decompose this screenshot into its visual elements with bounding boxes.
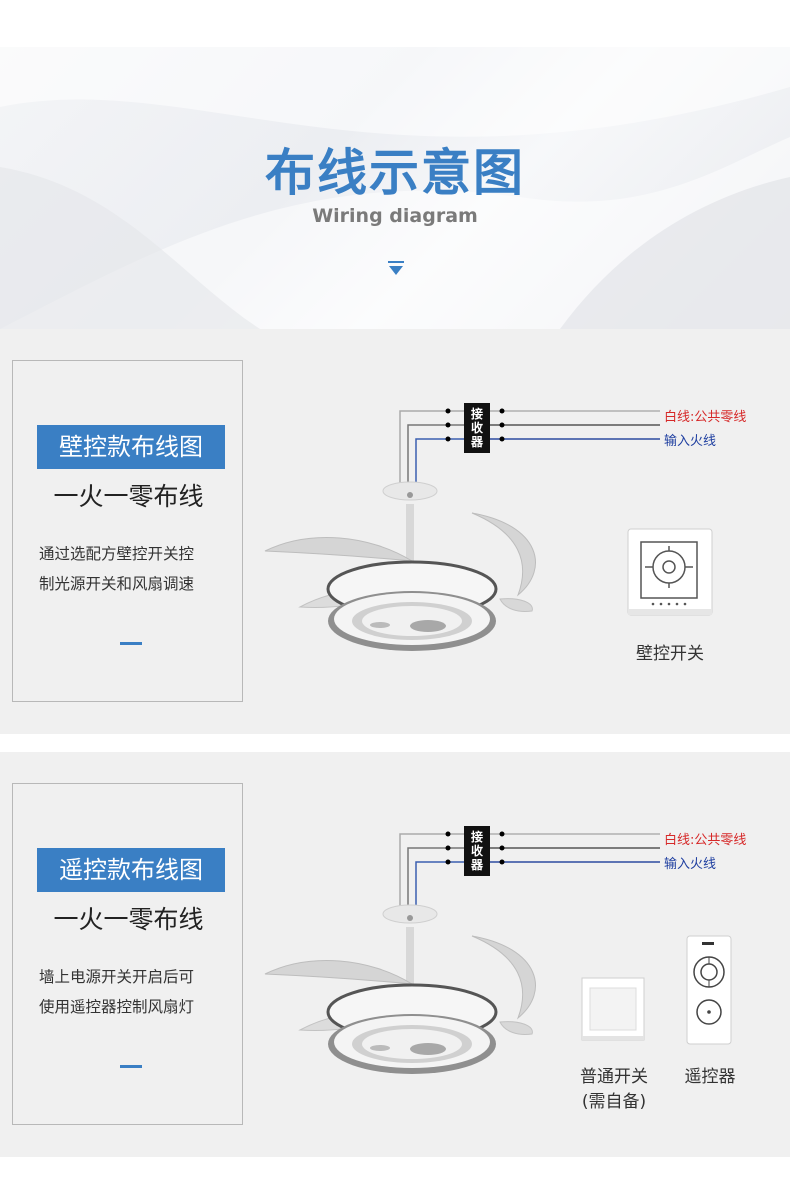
wiring-diagram: 接 收 器 [250,752,790,1157]
ceiling-fan-icon [264,904,536,1074]
remote-control-label: 遥控器 [684,1067,736,1087]
wire-label-live: 输入火线 [664,857,717,872]
wire-label-neutral: 白线:公共零线 [664,833,747,848]
header-banner: 布线示意图 Wiring diagram [0,47,790,329]
page-subtitle: Wiring diagram [312,205,478,227]
divider-dash [120,642,142,645]
remote-control-icon [686,935,732,1045]
wires [399,408,660,484]
plain-switch-note: (需自备) [581,1092,647,1112]
section-description: 墙上电源开关开启后可 使用遥控器控制风扇灯 [39,962,229,1022]
section-badge: 壁控款布线图 [37,425,225,469]
description-line: 使用遥控器控制风扇灯 [39,998,195,1016]
receiver-char: 接 [471,406,483,421]
wire-label-live: 输入火线 [664,434,717,449]
info-card: 遥控款布线图 一火一零布线 墙上电源开关开启后可 使用遥控器控制风扇灯 [12,783,243,1125]
remote-control-section: 遥控款布线图 一火一零布线 墙上电源开关开启后可 使用遥控器控制风扇灯 [0,752,790,1157]
chevron-down-icon [388,261,404,275]
plain-switch-icon [581,977,645,1041]
wall-switch-icon [627,528,713,616]
description-line: 通过选配方壁控开关控 [39,545,195,563]
section-badge: 遥控款布线图 [37,848,225,892]
receiver-char: 收 [471,420,483,435]
wall-switch-label: 壁控开关 [636,644,704,664]
plain-switch-name: 普通开关 [580,1067,648,1087]
section-heading: 一火一零布线 [53,905,204,934]
receiver-char: 器 [470,435,484,449]
description-line: 制光源开关和风扇调速 [39,575,195,593]
receiver-char: 收 [471,843,483,858]
plain-switch-label: 普通开关 (需自备) [562,1062,666,1112]
background-waves [0,47,790,329]
receiver-box [464,403,490,453]
wiring-graphic: 接 收 器 [264,403,713,651]
description-line: 墙上电源开关开启后可 [39,968,195,986]
wires [399,831,660,907]
receiver-char: 接 [471,829,483,844]
wiring-diagram: 接 收 器 [250,329,790,734]
receiver-box [464,826,490,876]
info-card: 壁控款布线图 一火一零布线 通过选配方壁控开关控 制光源开关和风扇调速 [12,360,243,702]
ceiling-fan-icon [264,481,536,651]
page-title: 布线示意图 [265,144,525,202]
wall-control-section: 壁控款布线图 一火一零布线 通过选配方壁控开关控 制光源开关和风扇调速 [0,329,790,734]
receiver-char: 器 [470,858,484,872]
wiring-graphic: 接 收 器 [264,826,732,1074]
wire-label-neutral: 白线:公共零线 [664,410,747,425]
section-description: 通过选配方壁控开关控 制光源开关和风扇调速 [39,539,229,599]
divider-dash [120,1065,142,1068]
section-heading: 一火一零布线 [53,482,204,511]
